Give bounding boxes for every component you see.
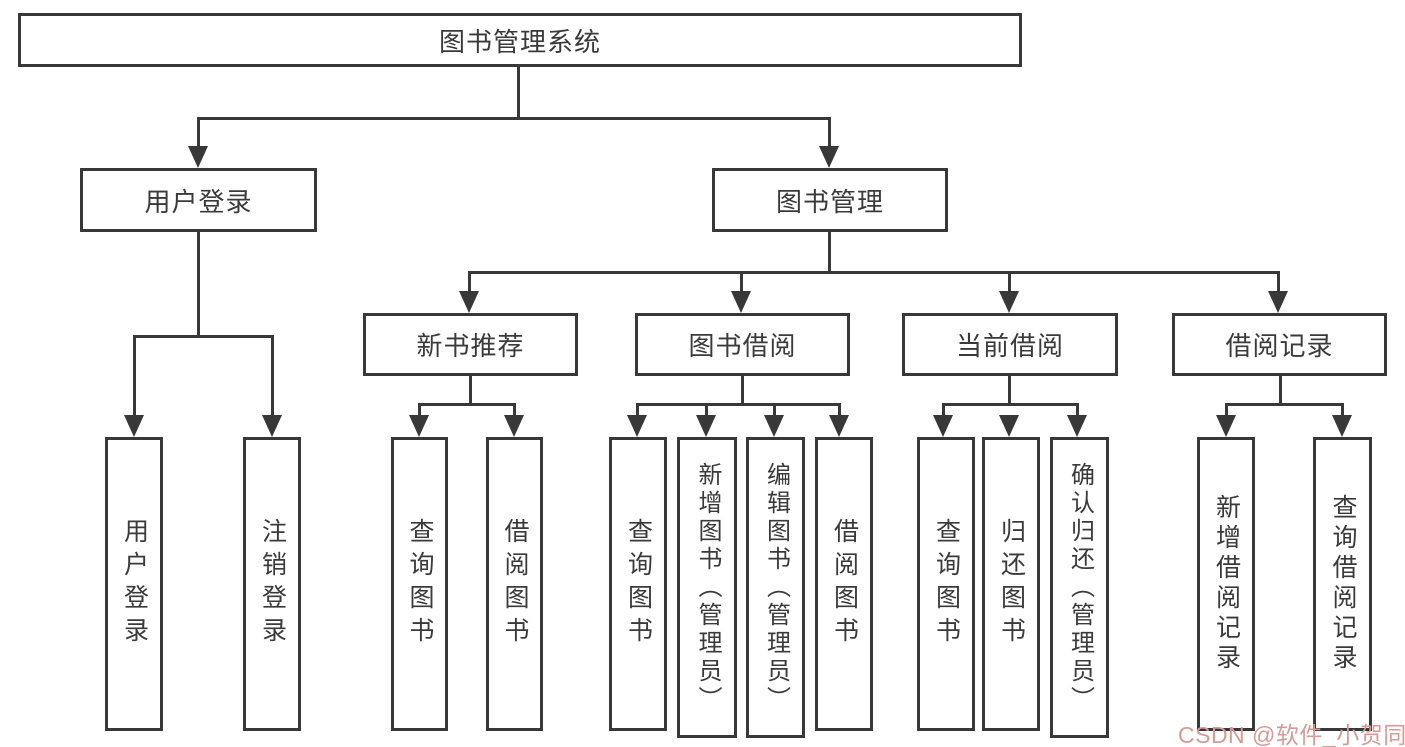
node-label: 确认归还（管理员）: [1066, 461, 1094, 714]
node-label: 新增图书（管理员）: [694, 461, 721, 714]
arrowhead-down-icon: [409, 415, 429, 437]
connector-line: [469, 376, 472, 406]
arrowhead-down-icon: [696, 415, 716, 437]
connector-line: [1279, 376, 1282, 406]
node-label: 查询图书: [624, 518, 653, 650]
node-label: 图书管理系统: [438, 26, 601, 57]
connector-line: [1225, 403, 1228, 417]
arrowhead-down-icon: [459, 291, 479, 313]
connector-line: [517, 67, 520, 119]
connector-line: [1076, 403, 1079, 417]
node-label: 查询借阅记录: [1329, 494, 1357, 674]
arrowhead-down-icon: [188, 146, 208, 168]
connector-line: [468, 271, 471, 295]
arrowhead-down-icon: [1332, 415, 1352, 437]
leaf-confirm-return-admin: 确认归还（管理员）: [1050, 437, 1109, 738]
node-user-login: 用户登录: [80, 168, 317, 232]
connector-line: [468, 271, 1280, 274]
node-label: 用户登录: [120, 518, 149, 650]
arrowhead-down-icon: [1216, 415, 1236, 437]
arrowhead-down-icon: [764, 415, 784, 437]
connector-line: [942, 403, 945, 417]
node-label: 用户登录: [144, 186, 253, 217]
node-book-borrow: 图书借阅: [635, 313, 850, 376]
csdn-watermark: CSDN @软件_小贺同学: [1178, 722, 1405, 747]
arrowhead-down-icon: [999, 291, 1019, 313]
arrowhead-down-icon: [829, 415, 849, 437]
node-book-management: 图书管理: [712, 168, 948, 232]
leaf-query-books: 查询图书: [391, 437, 448, 731]
node-label: 借阅图书: [501, 518, 529, 650]
leaf-user-login: 用户登录: [105, 437, 163, 731]
connector-line: [197, 117, 831, 120]
leaf-logout: 注销登录: [243, 437, 301, 731]
arrowhead-down-icon: [1067, 415, 1087, 437]
arrowhead-down-icon: [999, 415, 1019, 437]
arrowhead-down-icon: [819, 146, 839, 168]
node-current-borrow: 当前借阅: [902, 313, 1118, 376]
connector-line: [197, 117, 200, 150]
node-borrow-records: 借阅记录: [1172, 313, 1387, 376]
leaf-add-borrow-record: 新增借阅记录: [1197, 437, 1255, 731]
connector-line: [1225, 403, 1344, 406]
connector-line: [513, 403, 516, 417]
leaf-query-books: 查询图书: [917, 437, 975, 731]
node-label: 归还图书: [997, 518, 1026, 650]
connector-line: [828, 117, 831, 150]
connector-line: [838, 403, 841, 417]
connector-line: [1008, 271, 1011, 295]
node-label: 编辑图书（管理员）: [762, 461, 790, 714]
connector-line: [636, 403, 639, 417]
leaf-return-books: 归还图书: [982, 437, 1040, 731]
node-label: 新增借阅记录: [1212, 494, 1241, 674]
connector-line: [1341, 403, 1344, 417]
connector-line: [942, 403, 1079, 406]
node-label: 查询图书: [932, 518, 961, 650]
arrowhead-down-icon: [504, 415, 524, 437]
arrowhead-down-icon: [1268, 291, 1288, 313]
node-label: 借阅记录: [1225, 331, 1334, 361]
connector-line: [418, 403, 516, 406]
connector-line: [133, 335, 274, 338]
node-label: 新书推荐: [416, 331, 525, 361]
node-new-book-recommend: 新书推荐: [363, 313, 578, 376]
leaf-query-books: 查询图书: [609, 437, 667, 731]
connector-line: [271, 335, 274, 417]
node-label: 图书借阅: [688, 331, 797, 361]
connector-line: [740, 271, 743, 295]
node-label: 当前借阅: [955, 331, 1064, 361]
leaf-query-borrow-record: 查询借阅记录: [1313, 437, 1372, 731]
leaf-add-books-admin: 新增图书（管理员）: [677, 437, 737, 738]
node-label: 图书管理: [775, 186, 884, 217]
node-root: 图书管理系统: [18, 13, 1022, 67]
arrowhead-down-icon: [262, 415, 282, 437]
connector-line: [1277, 271, 1280, 295]
node-label: 查询图书: [406, 518, 434, 650]
connector-line: [741, 376, 744, 406]
arrowhead-down-icon: [933, 415, 953, 437]
leaf-borrow-books: 借阅图书: [815, 437, 873, 731]
connector-line: [418, 403, 421, 417]
arrowhead-down-icon: [627, 415, 647, 437]
connector-line: [773, 403, 776, 417]
connector-line: [197, 232, 200, 338]
connector-line: [636, 403, 841, 406]
connector-line: [1008, 376, 1011, 406]
node-label: 借阅图书: [830, 518, 859, 650]
node-label: 注销登录: [258, 518, 287, 650]
connector-line: [133, 335, 136, 417]
leaf-edit-books-admin: 编辑图书（管理员）: [746, 437, 805, 738]
arrowhead-down-icon: [731, 291, 751, 313]
connector-line: [828, 232, 831, 274]
arrowhead-down-icon: [124, 415, 144, 437]
connector-line: [705, 403, 708, 417]
leaf-borrow-books: 借阅图书: [486, 437, 543, 731]
